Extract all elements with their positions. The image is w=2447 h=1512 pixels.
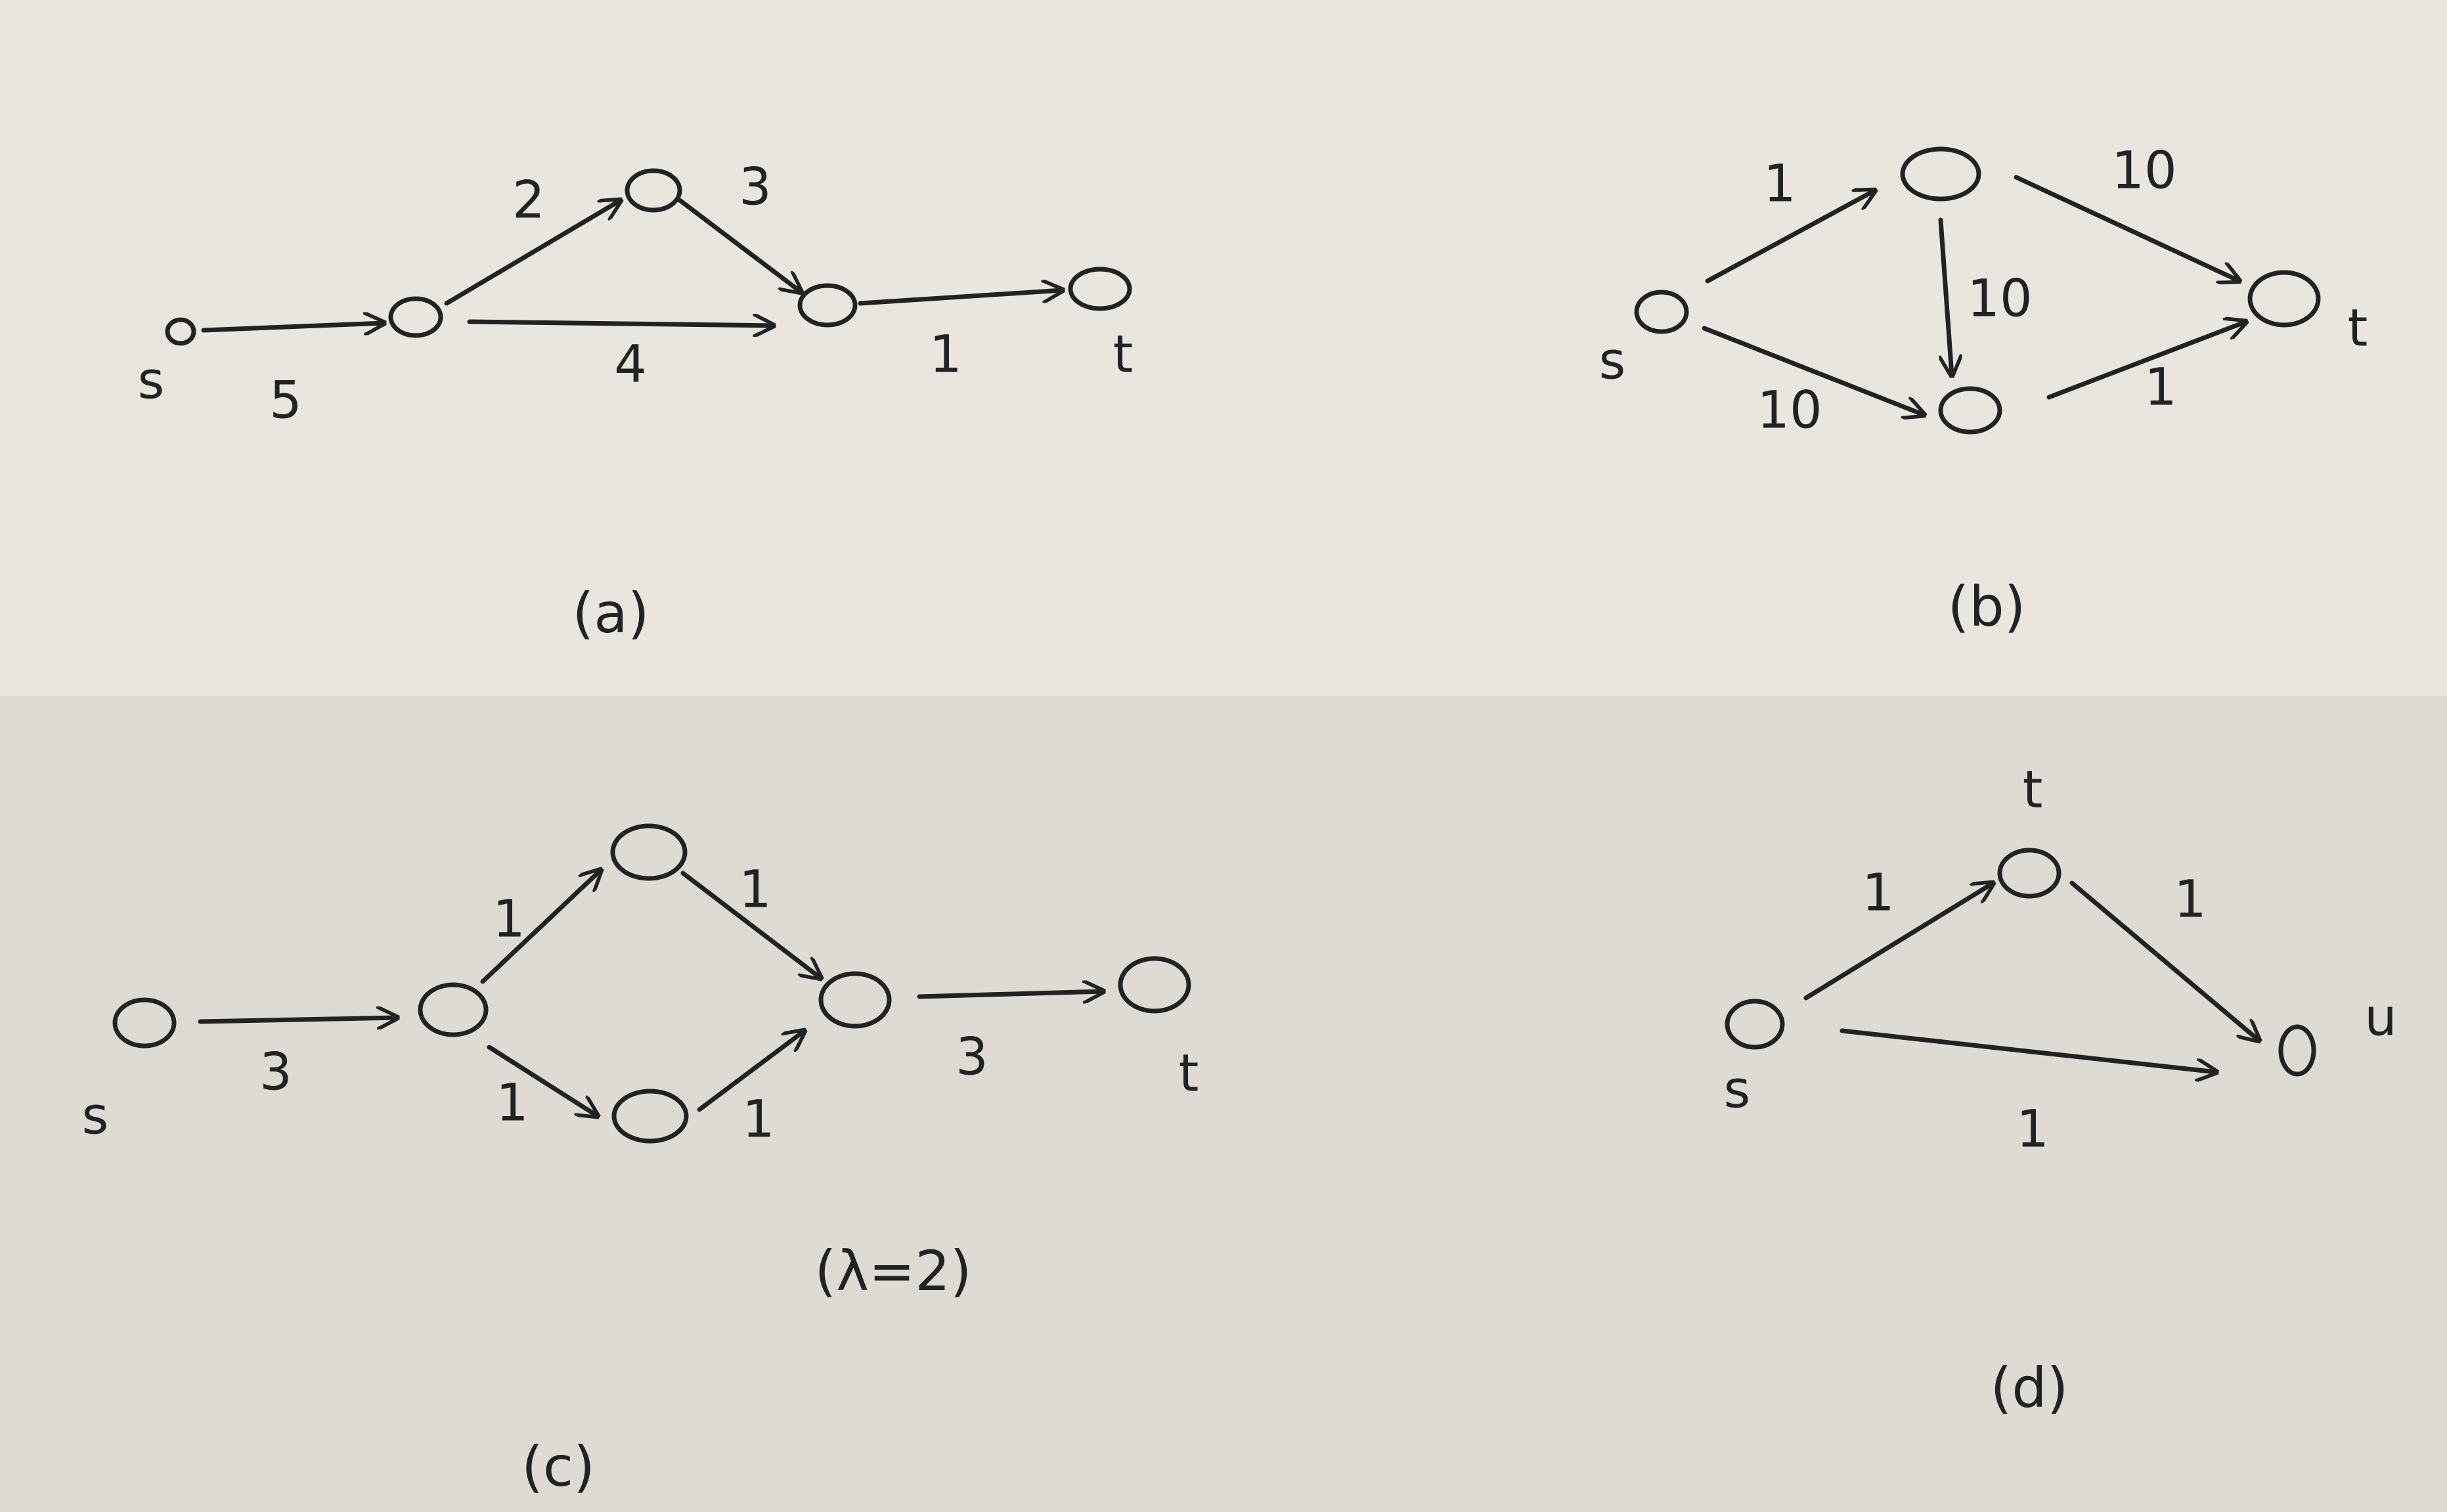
edge-a-s-1 — [201, 323, 384, 330]
node-b-bottom — [1938, 386, 2002, 435]
weight-c-e5: 1 — [742, 1090, 775, 1149]
edge-c-bottom-2 — [697, 1031, 805, 1112]
edge-b-s-bottom — [1702, 326, 1924, 415]
label-c-t: t — [1179, 1044, 1199, 1103]
node-d-right — [2278, 1024, 2316, 1077]
label-b-s: s — [1599, 332, 1626, 391]
weight-b-e4: 10 — [2111, 141, 2176, 200]
edge-c-2-t — [917, 991, 1103, 997]
node-a-2 — [625, 168, 682, 213]
weight-b-e5: 1 — [2144, 358, 2177, 417]
label-c-s: s — [82, 1087, 109, 1146]
edge-b-top-t — [2014, 175, 2239, 281]
weight-d-e1: 1 — [1862, 863, 1895, 922]
node-b-top — [1900, 146, 1981, 202]
node-c-bottom — [611, 1089, 689, 1144]
label-b-t: t — [2348, 299, 2368, 358]
edge-d-top-right — [2069, 880, 2259, 1041]
node-c-s — [112, 997, 177, 1048]
label-a-s: s — [138, 351, 165, 410]
node-a-s — [165, 317, 196, 346]
edge-c-1-bottom — [487, 1045, 598, 1116]
weight-a-e5: 1 — [929, 325, 962, 384]
edge-d-s-top — [1803, 883, 1993, 1001]
edge-b-top-bottom — [1938, 217, 1952, 376]
edge-a-2-3 — [677, 198, 801, 292]
node-d-top — [1997, 848, 2061, 899]
note-c-lambda: (λ=2) — [814, 1239, 971, 1303]
node-c-2 — [818, 971, 892, 1029]
caption-c: (c) — [521, 1435, 595, 1499]
paper-bottom — [0, 696, 2447, 1512]
caption-a: (a) — [572, 581, 649, 645]
weight-c-e3: 1 — [496, 1073, 529, 1133]
weight-d-e3: 1 — [2016, 1100, 2049, 1159]
edge-b-bottom-t — [2046, 322, 2246, 400]
edge-b-s-top — [1705, 190, 1875, 284]
edge-d-s-right — [1840, 1028, 2216, 1072]
edge-a-3-t — [858, 290, 1063, 306]
weight-b-e3: 10 — [1967, 269, 2032, 328]
weight-c-e1: 3 — [259, 1043, 292, 1102]
node-d-s — [1725, 999, 1785, 1050]
label-d-top: t — [2023, 760, 2043, 819]
weight-b-e1: 1 — [1763, 154, 1796, 213]
weight-a-e2: 2 — [512, 171, 545, 230]
diagram-d: s t u 1 1 1 (d) — [1724, 760, 2397, 1419]
label-d-s: s — [1724, 1060, 1751, 1119]
node-a-3 — [797, 283, 858, 328]
node-c-1 — [418, 982, 489, 1037]
edge-c-1-top — [480, 870, 601, 984]
weight-d-e2: 1 — [2174, 870, 2207, 929]
node-a-1 — [388, 296, 443, 338]
edge-c-top-2 — [680, 871, 821, 978]
diagram-b: s t 1 10 10 10 1 (b) — [1599, 141, 2368, 638]
caption-d: (d) — [1991, 1356, 2069, 1420]
label-d-right: u — [2364, 988, 2396, 1047]
node-a-t — [1068, 267, 1132, 311]
caption-b: (b) — [1948, 574, 2026, 639]
node-b-t — [2247, 270, 2321, 328]
weight-c-e4: 1 — [739, 860, 772, 919]
weight-b-e2: 10 — [1757, 381, 1822, 440]
weight-a-e3: 3 — [739, 158, 772, 217]
label-a-t: t — [1113, 325, 1134, 384]
paper-top — [0, 0, 2447, 696]
weight-a-e4: 4 — [614, 335, 647, 394]
edge-c-s-1 — [198, 1018, 397, 1022]
edge-a-1-2 — [444, 200, 621, 306]
weight-c-e6: 3 — [956, 1027, 988, 1087]
weight-a-e1: 5 — [269, 371, 302, 430]
node-b-s — [1634, 290, 1689, 334]
diagram-a: s t 5 2 3 4 1 (a) — [138, 158, 1134, 645]
weight-c-e2: 1 — [493, 890, 525, 949]
node-c-top — [610, 823, 688, 881]
node-c-t — [1118, 956, 1191, 1014]
diagram-c: s t 3 1 1 1 1 3 (λ=2) (c) — [82, 823, 1199, 1499]
edge-a-1-3 — [467, 322, 774, 326]
